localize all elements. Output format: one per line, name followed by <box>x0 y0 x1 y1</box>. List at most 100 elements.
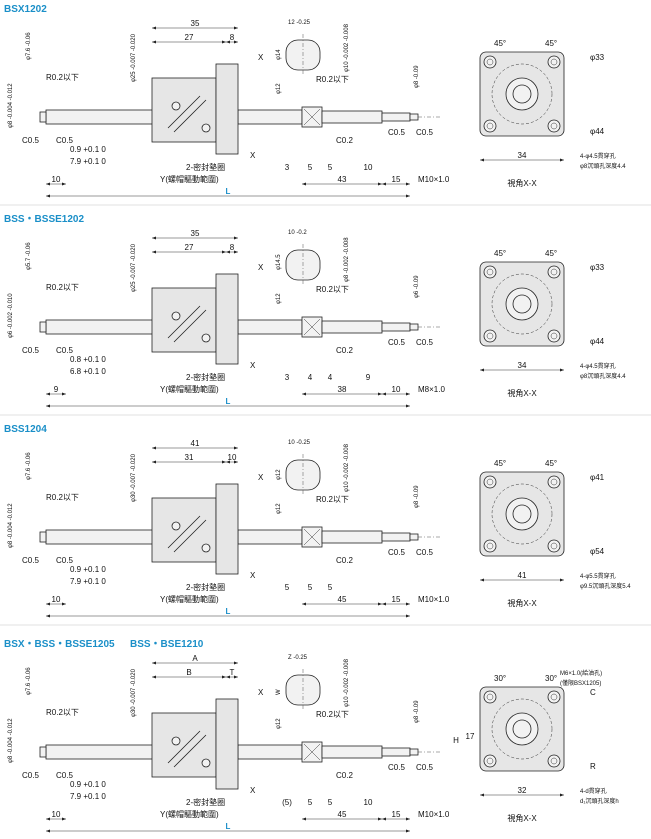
oil-hole-subnote: (僅限BSX1205) <box>560 679 601 687</box>
dim-3: 3 <box>285 163 290 172</box>
threaded-end <box>381 322 411 332</box>
dim-journal-dia: φ8 -0.002 -0.008 <box>344 237 350 282</box>
dim-journal-dia: φ10 -0.002 -0.008 <box>344 443 350 492</box>
dim-collar-dia: φ12 <box>276 83 282 94</box>
end-view-shaft <box>512 504 532 524</box>
view-counterbore-note: d₁沉頭孔深度h <box>580 797 619 805</box>
threaded-end <box>381 747 411 757</box>
dim-5a: 4 <box>308 373 313 382</box>
view-hole-note: 4-φ5.5貫穿孔 <box>580 572 616 580</box>
dim-total-length: L <box>226 397 231 406</box>
shaft-tip <box>409 748 419 756</box>
dim-5a: 5 <box>308 798 313 807</box>
note-radius-right: R0.2以下 <box>316 285 349 294</box>
dim-nut-length: 35 <box>191 229 200 238</box>
mounting-hole-icon <box>483 690 497 704</box>
mounting-hole-inner <box>486 268 494 276</box>
shaft-left-tip <box>39 111 47 123</box>
mounting-hole-inner <box>550 122 558 130</box>
view-dia-bolt: R <box>590 762 596 771</box>
chamfer-label: C0.2 <box>336 136 353 145</box>
screw-shaft-right <box>237 319 303 335</box>
chamfer-label: C0.5 <box>416 548 433 557</box>
dim-shaft-end-dia: φ7.6 -0.06 <box>26 452 32 480</box>
dim-section-dia: φ12 <box>276 469 282 480</box>
return-tube <box>167 515 207 553</box>
chamfer-label: C0.2 <box>336 556 353 565</box>
section-title: BSX1202 <box>4 4 47 15</box>
dim-collar-dia: φ12 <box>276 293 282 304</box>
dim-thread: M8×1.0 <box>418 385 445 394</box>
chamfer-label: C0.5 <box>388 763 405 772</box>
view-angle-left: 45° <box>494 249 506 258</box>
view-dia-outer: φ33 <box>590 263 605 272</box>
view-width: 34 <box>518 361 527 370</box>
view-angle-right: 30° <box>545 674 557 683</box>
shaft-journal <box>321 320 383 334</box>
dim-shaft-right-dia: φ6 -0.09 <box>414 275 420 298</box>
view-label: 視角X-X <box>507 178 537 188</box>
dim-groove-width: 0.9 +0.1 0 <box>70 565 106 574</box>
mounting-hole-icon <box>547 475 561 489</box>
oil-hole-note: M6×1.0(給油孔) <box>560 669 602 677</box>
shaft-left-tip <box>39 531 47 543</box>
dim-flange-width: 12 -0.25 <box>288 20 311 26</box>
chamfer-label: C0.5 <box>416 128 433 137</box>
dim-thread-length: 15 <box>392 810 401 819</box>
dim-groove-pos: 7.9 +0.1 0 <box>70 792 106 801</box>
dim-5a: 5 <box>308 163 313 172</box>
dim-thread-length: 15 <box>392 175 401 184</box>
label-seal: 2-密封墊圈 <box>186 797 225 807</box>
view-hole-note: 4-d貫穿孔 <box>580 787 607 795</box>
chamfer-label: C0.5 <box>388 548 405 557</box>
shaft-tip <box>409 113 419 121</box>
label-nut-travel: Y(螺帽驅動範圍) <box>160 174 219 184</box>
screw-shaft-right <box>237 529 303 545</box>
dim-shaft-right-dia: φ8 -0.09 <box>414 65 420 88</box>
mounting-hole-icon <box>483 55 497 69</box>
dim-total-length: L <box>226 607 231 616</box>
dim-shaft-left-dia: φ6 -0.002 -0.010 <box>8 293 14 338</box>
dim-journal-length: 38 <box>338 385 347 394</box>
dim-flange-width: Z -0.25 <box>288 655 308 661</box>
dim-flange-thickness: 8 <box>230 243 235 252</box>
dim-left-end: 10 <box>52 175 61 184</box>
view-hole-note: 4-φ4.5貫穿孔 <box>580 152 616 160</box>
screw-shaft-right <box>237 109 303 125</box>
view-height: H <box>453 736 459 745</box>
dim-3: 3 <box>285 373 290 382</box>
nut-flange <box>215 483 239 575</box>
dim-shaft-left-dia: φ8 -0.004 -0.012 <box>8 83 14 128</box>
label-seal: 2-密封墊圈 <box>186 582 225 592</box>
section-title: BSS1204 <box>4 424 47 435</box>
dim-nut-dia: φ25 -0.007 -0.020 <box>131 33 137 82</box>
mounting-hole-icon <box>547 690 561 704</box>
dim-nut-dia: φ25 -0.007 -0.020 <box>131 243 137 292</box>
dim-thread: M10×1.0 <box>418 810 450 819</box>
view-label: 視角X-X <box>507 813 537 823</box>
chamfer-label: C0.5 <box>388 128 405 137</box>
dim-5b: 5 <box>328 798 333 807</box>
chamfer-label: C0.2 <box>336 346 353 355</box>
mounting-hole-icon <box>483 265 497 279</box>
dim-groove-pos: 7.9 +0.1 0 <box>70 157 106 166</box>
dim-3: 5 <box>285 583 290 592</box>
dim-flange-thickness: 8 <box>230 33 235 42</box>
shaft-left-tip <box>39 321 47 333</box>
view-dia-outer: φ33 <box>590 53 605 62</box>
chamfer-label: C0.5 <box>56 346 73 355</box>
screw-shaft-left <box>45 319 155 335</box>
mounting-hole-icon <box>483 475 497 489</box>
wiper-screw-icon <box>171 736 181 746</box>
dim-groove-width: 0.8 +0.1 0 <box>70 355 106 364</box>
dim-journal-length: 45 <box>338 810 347 819</box>
dim-10: 10 <box>364 163 373 172</box>
chamfer-label: C0.5 <box>56 556 73 565</box>
mounting-hole-inner <box>486 122 494 130</box>
view-width: 41 <box>518 571 527 580</box>
bolt-circle <box>491 698 553 760</box>
section-title-2: BSS・BSE1210 <box>130 639 204 650</box>
return-tube <box>167 95 207 133</box>
